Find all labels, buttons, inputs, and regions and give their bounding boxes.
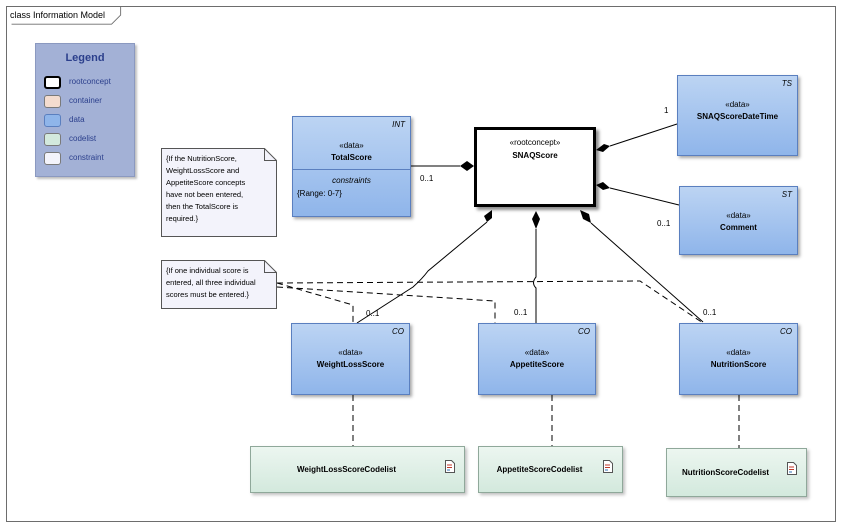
class-snaqscoredatetime[interactable]: TS «data» SNAQScoreDateTime bbox=[677, 75, 798, 156]
document-icon bbox=[603, 460, 613, 473]
class-totalscore[interactable]: INT «data» TotalScore constraints {Range… bbox=[292, 116, 411, 217]
class-appetitescore[interactable]: CO «data» AppetiteScore bbox=[478, 323, 596, 395]
class-name: AppetiteScore bbox=[509, 360, 565, 369]
class-weightlossscore[interactable]: CO «data» WeightLossScore bbox=[291, 323, 410, 395]
constraint-note-totalscore[interactable]: {If the NutritionScore, WeightLossScore … bbox=[161, 148, 277, 237]
legend-label: constraint bbox=[69, 153, 104, 162]
codelist-nutritionscore[interactable]: NutritionScoreCodelist bbox=[666, 448, 807, 497]
codelist-appetitescore[interactable]: AppetiteScoreCodelist bbox=[478, 446, 623, 493]
class-snaqscore[interactable]: «rootconcept» SNAQScore bbox=[474, 127, 596, 207]
legend-swatch bbox=[44, 152, 61, 165]
note-text: {If one individual score is entered, all… bbox=[166, 266, 256, 299]
class-name: Comment bbox=[720, 223, 757, 232]
diagram-title: class Information Model bbox=[10, 10, 106, 20]
class-stereotype: «data» bbox=[524, 348, 550, 357]
class-name: WeightLossScore bbox=[316, 360, 385, 369]
class-comment[interactable]: ST «data» Comment bbox=[679, 186, 798, 255]
constraints-title: constraints bbox=[332, 176, 371, 185]
class-stereotype: «data» bbox=[726, 211, 751, 220]
assoc-nutrition-line bbox=[590, 222, 704, 323]
datatype-tag: CO bbox=[392, 327, 404, 336]
constraint-text: {Range: 0-7} bbox=[297, 189, 342, 198]
class-name: NutritionScore bbox=[710, 360, 767, 369]
datatype-tag: TS bbox=[781, 79, 792, 88]
document-icon bbox=[787, 462, 797, 475]
datatype-tag: INT bbox=[392, 120, 405, 129]
note-link-appetite bbox=[276, 286, 496, 323]
legend-swatch bbox=[44, 133, 61, 146]
datatype-tag: CO bbox=[780, 327, 792, 336]
assoc-datetime-line bbox=[609, 123, 678, 147]
legend-swatch bbox=[44, 76, 61, 89]
legend-label: data bbox=[69, 115, 85, 124]
class-stereotype: «data» bbox=[338, 348, 363, 357]
codelist-name: AppetiteScoreCodelist bbox=[496, 465, 583, 474]
note-text: {If the NutritionScore, WeightLossScore … bbox=[166, 154, 246, 223]
assoc-total-diamond bbox=[460, 161, 474, 171]
multiplicity-nutrition: 0..1 bbox=[703, 308, 717, 317]
class-stereotype: «data» bbox=[339, 141, 364, 150]
note-link-nutrition bbox=[276, 280, 704, 324]
class-stereotype: «data» bbox=[726, 348, 751, 357]
class-nutritionscore[interactable]: CO «data» NutritionScore bbox=[679, 323, 798, 395]
assoc-appetite-line bbox=[533, 229, 537, 323]
legend-swatch bbox=[44, 114, 61, 127]
class-name: TotalScore bbox=[331, 153, 372, 162]
datatype-tag: ST bbox=[781, 190, 792, 199]
class-name: SNAQScore bbox=[512, 151, 558, 160]
multiplicity-weightloss: 0..1 bbox=[366, 309, 380, 318]
assoc-weightloss-diamond bbox=[484, 210, 492, 222]
note-link-weightloss bbox=[276, 282, 354, 323]
codelist-name: NutritionScoreCodelist bbox=[681, 468, 770, 477]
assoc-weightloss-line bbox=[356, 221, 488, 324]
assoc-appetite-diamond bbox=[532, 211, 540, 229]
legend: Legend rootconcept container data codeli… bbox=[35, 43, 135, 177]
legend-label: codelist bbox=[69, 134, 97, 143]
multiplicity-total: 0..1 bbox=[420, 174, 434, 183]
class-name: SNAQScoreDateTime bbox=[696, 112, 779, 121]
codelist-weightlossscore[interactable]: WeightLossScoreCodelist bbox=[250, 446, 465, 493]
note-shape bbox=[161, 260, 277, 309]
document-icon bbox=[445, 460, 455, 473]
diagram-frame-tab bbox=[11, 6, 122, 25]
codelist-name: WeightLossScoreCodelist bbox=[297, 465, 396, 474]
assoc-nutrition-diamond bbox=[580, 210, 591, 223]
datatype-tag: CO bbox=[578, 327, 590, 336]
assoc-comment-diamond bbox=[596, 182, 610, 190]
diagram-frame bbox=[6, 6, 836, 522]
class-stereotype: «data» bbox=[725, 100, 750, 109]
multiplicity-comment: 0..1 bbox=[657, 219, 671, 228]
legend-label: rootconcept bbox=[69, 77, 111, 86]
legend-title: Legend bbox=[65, 52, 105, 64]
multiplicity-datetime: 1 bbox=[664, 106, 669, 115]
note-shape bbox=[161, 148, 277, 237]
class-divider bbox=[293, 169, 410, 170]
assoc-datetime-diamond bbox=[596, 144, 610, 152]
legend-label: container bbox=[69, 96, 102, 105]
multiplicity-appetite: 0..1 bbox=[514, 308, 528, 317]
legend-swatch bbox=[44, 95, 61, 108]
constraint-note-all-scores[interactable]: {If one individual score is entered, all… bbox=[161, 260, 277, 309]
class-stereotype: «rootconcept» bbox=[509, 138, 561, 147]
assoc-comment-line bbox=[609, 187, 680, 206]
